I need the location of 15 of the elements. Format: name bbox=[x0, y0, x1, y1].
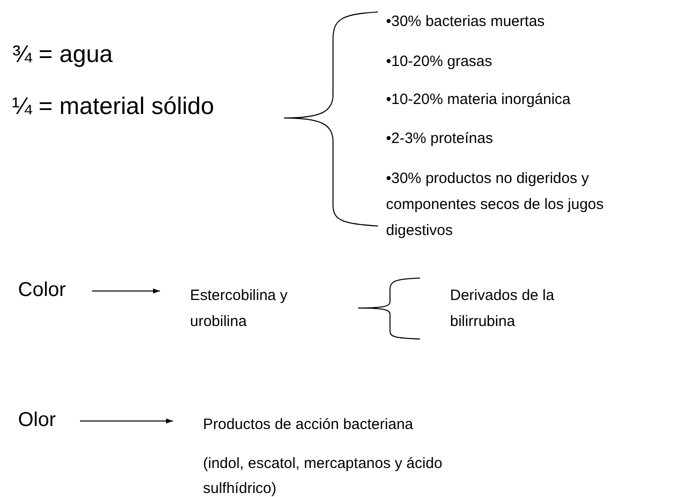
bullet-item: •2-3% proteínas bbox=[386, 129, 494, 149]
fraction-text: ¼ = material sólido bbox=[12, 92, 216, 122]
bullet-item: •10-20% grasas bbox=[386, 52, 494, 72]
node-text: Productos de acción bacteriana bbox=[203, 415, 414, 435]
bullet-item: •30% productos no digeridos y componentes secos de los jugos digestivos bbox=[386, 169, 605, 241]
node-text: Olor bbox=[18, 408, 57, 433]
node-text: Estercobilina y urobilina bbox=[190, 286, 289, 332]
bullet-item: •30% bacterias muertas bbox=[386, 12, 546, 32]
node-text: Color bbox=[18, 278, 67, 303]
arrow bbox=[80, 418, 174, 424]
node-text: (indol, escatol, mercaptanos y ácido sulfhídrico) bbox=[203, 454, 444, 497]
bullet-item: •10-20% materia inorgánica bbox=[386, 90, 572, 110]
note-text: Derivados de la bilirrubina bbox=[450, 286, 556, 332]
fraction-text: ¾ = agua bbox=[12, 40, 114, 70]
arrow bbox=[92, 288, 160, 294]
